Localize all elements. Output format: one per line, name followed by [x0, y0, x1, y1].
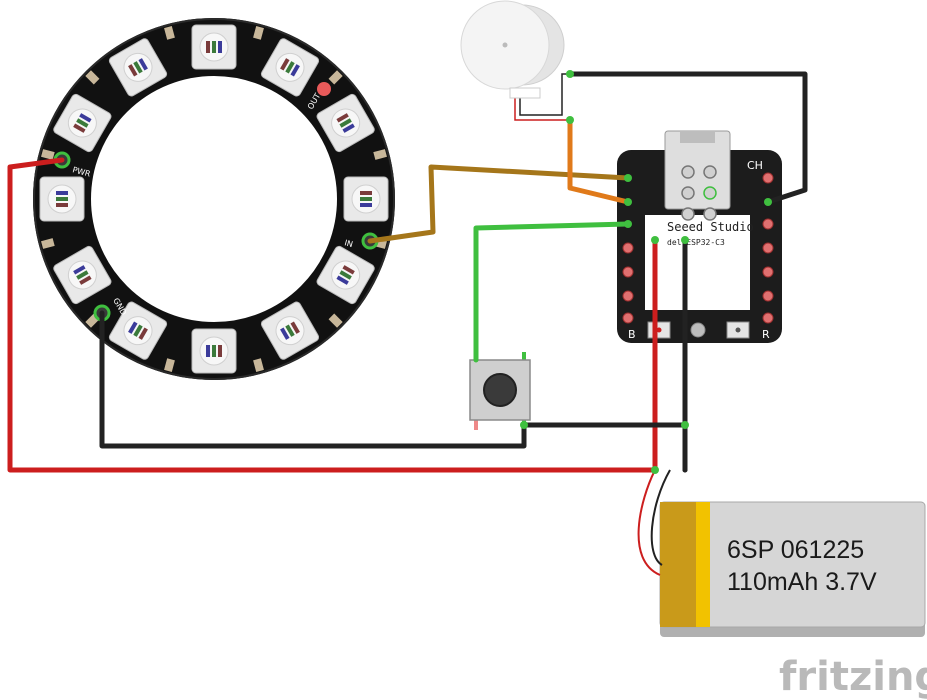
endpoint-junction — [681, 421, 689, 429]
usb-pad-4 — [703, 186, 717, 200]
neopixel-led — [108, 38, 168, 97]
neopixel-led — [316, 93, 375, 153]
wires — [7, 70, 808, 474]
usb-pad-6 — [703, 207, 717, 221]
ring-capacitor — [164, 26, 175, 40]
board-model-label: del ESP32-C3 — [667, 238, 725, 247]
neopixel-led — [343, 176, 389, 222]
button-cap[interactable] — [483, 373, 517, 407]
usb-c-opening — [680, 131, 715, 143]
board-pin-pad[interactable] — [622, 290, 634, 302]
xiao-esp32c3-board: CH Seeed Studio del ESP32-C3 B R — [617, 130, 782, 343]
boot-button-dot — [656, 327, 662, 333]
fritzing-logo: fritzing — [779, 654, 927, 700]
endpoint-buzzer — [566, 116, 574, 124]
wire-button-green — [473, 221, 631, 363]
endpoint-d — [624, 174, 632, 182]
board-pin-pad[interactable] — [762, 290, 774, 302]
endpoint-gnd — [681, 236, 689, 244]
buzzer-black-lead — [519, 73, 572, 116]
neopixel-led — [260, 301, 320, 360]
board-r-label: R — [762, 328, 770, 341]
usb-pad-3 — [681, 186, 695, 200]
ring-capacitor — [164, 358, 175, 372]
battery-label-line1: 6SP 061225 — [727, 536, 864, 564]
lipo-battery: 6SP 061225 110mAh 3.7V — [637, 469, 926, 637]
board-brand-label: Seeed Studio — [667, 220, 754, 234]
board-pin-pad[interactable] — [622, 242, 634, 254]
neopixel-led — [53, 93, 112, 153]
board-pin-pad[interactable] — [762, 312, 774, 324]
usb-pad-1 — [681, 165, 695, 179]
ring-capacitor — [253, 26, 264, 40]
buzzer-center-dot — [502, 42, 508, 48]
endpoint-5v — [651, 236, 659, 244]
neopixel-led — [39, 176, 85, 222]
usb-pad-2 — [703, 165, 717, 179]
usb-pad-5 — [681, 207, 695, 221]
ring-capacitor — [328, 70, 343, 85]
ring-red-dot — [317, 82, 331, 96]
endpoint-d — [624, 220, 632, 228]
board-pin-pad[interactable] — [622, 312, 634, 324]
endpoint-buzzer — [566, 70, 574, 78]
wire-data-brown — [367, 164, 631, 244]
endpoint-button — [520, 421, 528, 429]
buzzer-red-lead — [514, 90, 570, 121]
neopixel-led — [108, 301, 168, 360]
ring-outer-edge — [33, 18, 395, 380]
neopixel-led — [53, 245, 112, 305]
battery-label-line2: 110mAh 3.7V — [727, 568, 877, 596]
ring-capacitor — [85, 70, 100, 85]
board-pin-pad[interactable] — [762, 218, 774, 230]
board-pin-pad[interactable] — [762, 266, 774, 278]
board-led — [690, 322, 706, 338]
neopixel-ring: PWR OUT IN GND — [33, 18, 395, 380]
neopixel-led — [191, 24, 237, 70]
endpoint-ch — [764, 198, 772, 206]
endpoint-battery — [651, 466, 659, 474]
board-pin-pad[interactable] — [622, 266, 634, 278]
ring-capacitor — [328, 313, 343, 328]
endpoint-d — [624, 198, 632, 206]
board-pin-pad[interactable] — [762, 242, 774, 254]
neopixel-led — [316, 245, 375, 305]
buzzer-pin-block — [509, 87, 541, 99]
neopixel-led — [191, 328, 237, 374]
led-group — [39, 24, 389, 374]
reset-button-dot — [735, 327, 741, 333]
board-ch-label: CH — [747, 159, 763, 172]
ring-in-label: IN — [343, 238, 353, 249]
board-shield — [645, 215, 750, 310]
neopixel-led — [260, 38, 320, 97]
board-pin-pad[interactable] — [762, 172, 774, 184]
battery-black-lead — [650, 469, 671, 566]
ring-capacitor — [41, 238, 55, 249]
ring-capacitor — [253, 358, 264, 372]
tactile-push-button[interactable] — [469, 352, 531, 430]
buzzer — [460, 0, 572, 121]
ring-capacitor — [373, 149, 387, 160]
wire-pwr-red — [7, 157, 658, 473]
board-pins — [622, 172, 774, 324]
board-b-label: B — [628, 328, 636, 341]
wire-buzzer-gnd-black — [567, 71, 808, 205]
battery-yellow-stripe — [696, 502, 710, 627]
battery-red-lead — [637, 469, 661, 576]
ring-capacitor — [41, 149, 55, 160]
wire-buzzer-orange — [567, 117, 631, 205]
